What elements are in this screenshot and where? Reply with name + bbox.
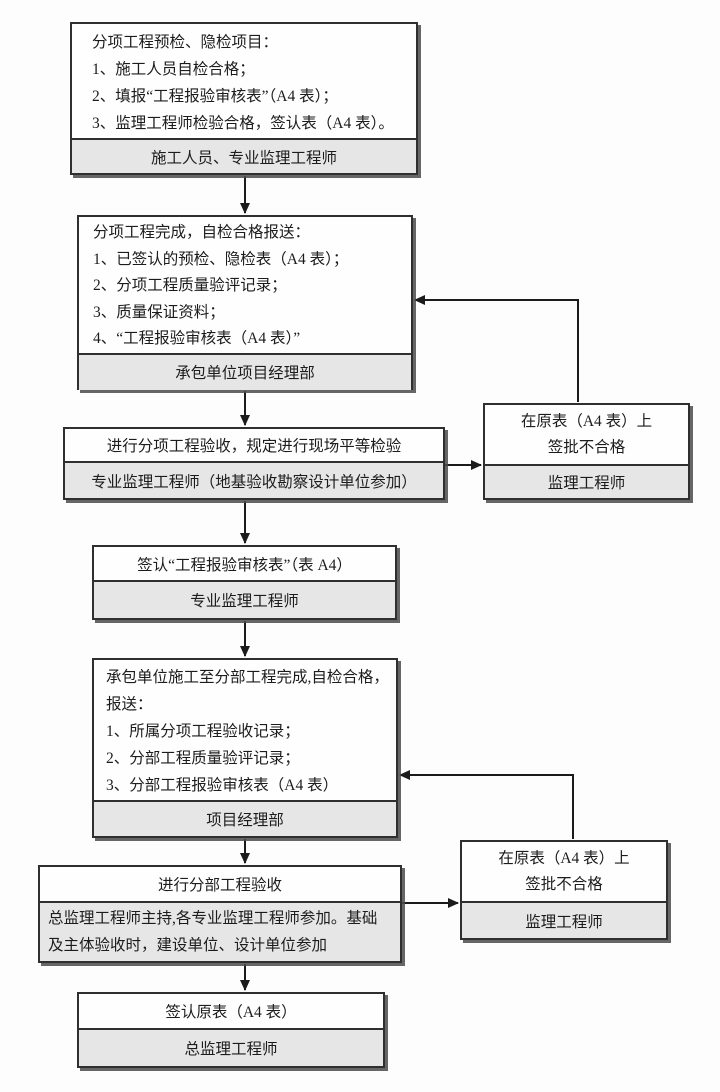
role-label: 专业监理工程师（地基验收勘察设计单位参加） — [65, 461, 443, 498]
text-line: 签批不合格 — [525, 875, 603, 893]
role-label: 专业监理工程师 — [94, 580, 395, 618]
role-label: 承包单位项目经理部 — [79, 352, 411, 390]
text-line: 2、分部工程质量验评记录； — [106, 750, 300, 767]
text-line: 在原表（A4 表）上 — [498, 849, 630, 867]
text-line: 3、质量保证资料； — [93, 303, 225, 321]
text-line: 分项工程完成，自检合格报送： — [93, 224, 311, 241]
precheck-items-box: 分项工程预检、隐检项目： 1、施工人员自检合格； 2、填报“工程报验审核表”（A… — [70, 22, 418, 175]
text-line: 分项工程预检、隐检项目： — [92, 34, 279, 51]
text-line: 2、填报“工程报验审核表”（A4 表）； — [92, 88, 338, 105]
subitem-acceptance-box: 进行分项工程验收，规定进行现场平等检验 专业监理工程师（地基验收勘察设计单位参加… — [63, 427, 445, 500]
connector-feedback-1 — [414, 295, 579, 402]
sign-original-form-box: 签认原表（A4 表） 总监理工程师 — [77, 992, 385, 1068]
text-line: 3、分部工程报验审核表（A4 表） — [106, 777, 339, 794]
text-line: 承包单位施工至分部工程完成,自检合格，报送： — [106, 669, 389, 713]
subitem-completion-text: 分项工程完成，自检合格报送： 1、已签认的预检、隐检表（A4 表）； 2、分项工… — [79, 217, 411, 353]
role-label: 监理工程师 — [462, 901, 666, 938]
role-label: 施工人员、专业监理工程师 — [72, 138, 416, 173]
text-line: 1、所属分项工程验收记录； — [106, 723, 300, 740]
text-line: 1、已签认的预检、隐检表（A4 表）； — [93, 250, 349, 268]
sign-review-form-title: 签认“工程报验审核表”（表 A4） — [137, 556, 352, 574]
text-line: 1、施工人员自检合格； — [92, 61, 255, 78]
sign-review-form-box: 签认“工程报验审核表”（表 A4） 专业监理工程师 — [92, 545, 397, 620]
subdivision-acceptance-title: 进行分部工程验收 — [157, 877, 282, 894]
reject-note-text: 在原表（A4 表）上 签批不合格 — [485, 405, 688, 464]
role-label: 总监理工程师 — [79, 1028, 383, 1066]
reject-note-box-2: 在原表（A4 表）上 签批不合格 监理工程师 — [460, 840, 668, 940]
reject-note-box-1: 在原表（A4 表）上 签批不合格 监理工程师 — [483, 403, 690, 500]
subdivision-completion-box: 承包单位施工至分部工程完成,自检合格，报送： 1、所属分项工程验收记录； 2、分… — [92, 658, 398, 838]
sign-original-form-title: 签认原表（A4 表） — [165, 1004, 297, 1021]
text-line: 2、分项工程质量验评记录； — [93, 277, 287, 294]
subitem-completion-box: 分项工程完成，自检合格报送： 1、已签认的预检、隐检表（A4 表）； 2、分项工… — [77, 215, 413, 390]
precheck-items-text: 分项工程预检、隐检项目： 1、施工人员自检合格； 2、填报“工程报验审核表”（A… — [72, 24, 416, 138]
text-line: 在原表（A4 表）上 — [520, 412, 653, 430]
subdivision-acceptance-box: 进行分部工程验收 总监理工程师主持,各专业监理工程师参加。基础及主体验收时，建设… — [38, 865, 402, 963]
text-line: 3、监理工程师检验合格，签认表（A4 表）。 — [92, 115, 394, 132]
connector-feedback-2 — [399, 770, 574, 839]
role-label: 项目经理部 — [94, 800, 396, 836]
text-line: 签批不合格 — [547, 438, 626, 456]
reject-note-text: 在原表（A4 表）上 签批不合格 — [462, 842, 666, 901]
subdivision-completion-text: 承包单位施工至分部工程完成,自检合格，报送： 1、所属分项工程验收记录； 2、分… — [94, 660, 396, 800]
role-label: 监理工程师 — [485, 464, 688, 498]
text-line: 4、“工程报验审核表（A4 表）” — [93, 330, 301, 347]
subitem-acceptance-title: 进行分项工程验收，规定进行现场平等检验 — [106, 438, 402, 455]
subdivision-acceptance-note: 总监理工程师主持,各专业监理工程师参加。基础及主体验收时，建设单位、设计单位参加 — [40, 901, 400, 961]
